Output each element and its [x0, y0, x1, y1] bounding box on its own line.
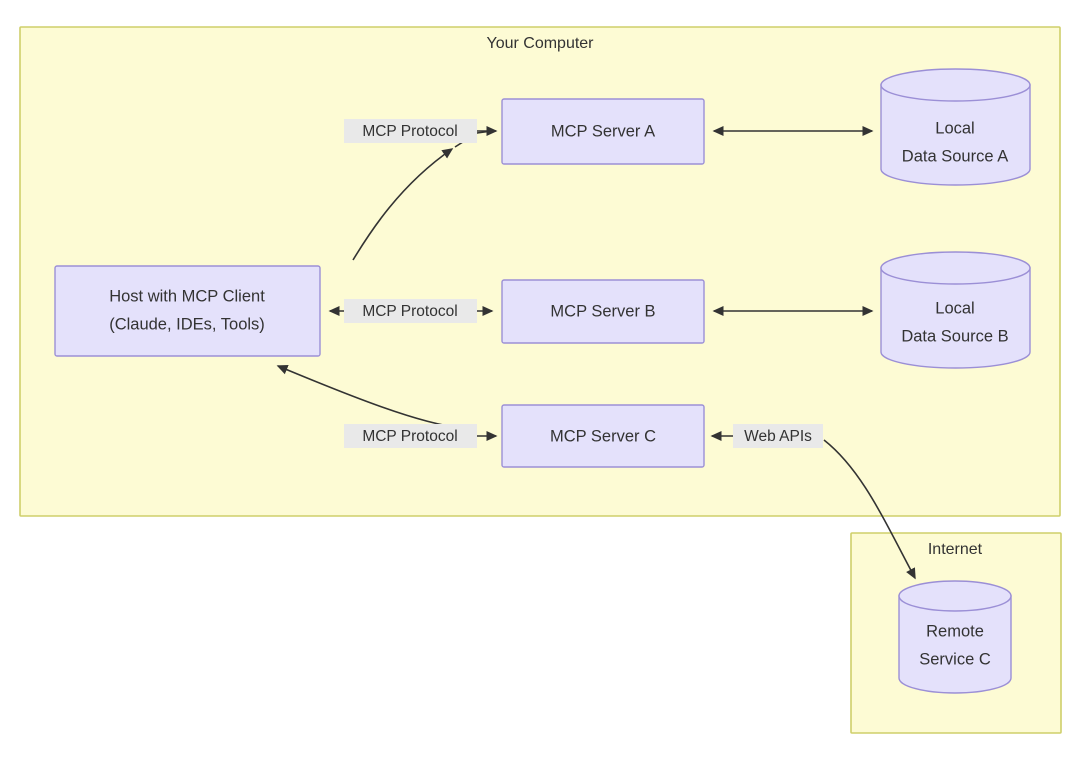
edge-label-host-server-b-bg — [344, 299, 477, 323]
node-server-a[interactable]: MCP Server A — [501, 98, 705, 165]
node-remote-service-c[interactable]: Remote Service C — [898, 580, 1012, 694]
host-label-line-1: Host with MCP Client — [109, 287, 265, 305]
edge-label-web-apis-bg — [733, 424, 823, 448]
server-c-box[interactable] — [501, 404, 705, 468]
data-source-b-label-line-2: Data Source B — [901, 327, 1008, 345]
remote-service-c-label-line-2: Service C — [919, 650, 991, 668]
your-computer-boundary — [19, 26, 1061, 517]
edge-label-host-server-c: MCP Protocol — [344, 424, 477, 448]
edge-server-c-remote-curve — [823, 439, 916, 580]
data-source-b-cylinder-body[interactable] — [880, 267, 1031, 369]
your-computer-label: Your Computer — [486, 35, 594, 52]
node-data-source-a[interactable]: Local Data Source A — [880, 68, 1031, 186]
data-source-a-cylinder-body[interactable] — [880, 84, 1031, 186]
node-server-b[interactable]: MCP Server B — [501, 279, 705, 344]
host-label-line-2: (Claude, IDEs, Tools) — [109, 315, 265, 333]
data-source-b-cylinder-top — [880, 251, 1031, 285]
node-data-source-b[interactable]: Local Data Source B — [880, 251, 1031, 369]
server-b-box[interactable] — [501, 279, 705, 344]
remote-service-c-cylinder-body[interactable] — [898, 595, 1012, 694]
data-source-a-cylinder-top — [880, 68, 1031, 102]
edge-label-host-server-a-text: MCP Protocol — [362, 123, 457, 140]
edge-label-host-server-a: MCP Protocol — [344, 119, 477, 143]
group-your-computer: Your Computer — [19, 26, 1061, 517]
remote-service-c-cylinder-top — [898, 580, 1012, 612]
host-box[interactable] — [54, 265, 321, 357]
edge-label-web-apis: Web APIs — [733, 424, 823, 448]
internet-label: Internet — [928, 541, 983, 558]
server-b-label: MCP Server B — [550, 302, 655, 320]
server-c-label: MCP Server C — [550, 427, 656, 445]
data-source-a-label-line-2: Data Source A — [902, 147, 1008, 165]
edge-label-host-server-a-bg — [344, 119, 477, 143]
edge-host-server-a-curve — [352, 148, 454, 261]
data-source-b-label-line-1: Local — [935, 299, 974, 317]
edge-label-host-server-c-text: MCP Protocol — [362, 428, 457, 445]
node-server-c[interactable]: MCP Server C — [501, 404, 705, 468]
server-a-box[interactable] — [501, 98, 705, 165]
edge-label-host-server-c-bg — [344, 424, 477, 448]
remote-service-c-label-line-1: Remote — [926, 622, 984, 640]
edge-label-web-apis-text: Web APIs — [744, 428, 812, 445]
edge-label-host-server-b-text: MCP Protocol — [362, 303, 457, 320]
node-host[interactable]: Host with MCP Client (Claude, IDEs, Tool… — [54, 265, 321, 357]
server-a-label: MCP Server A — [551, 122, 655, 140]
data-source-a-label-line-1: Local — [935, 119, 974, 137]
edge-label-host-server-b: MCP Protocol — [344, 299, 477, 323]
